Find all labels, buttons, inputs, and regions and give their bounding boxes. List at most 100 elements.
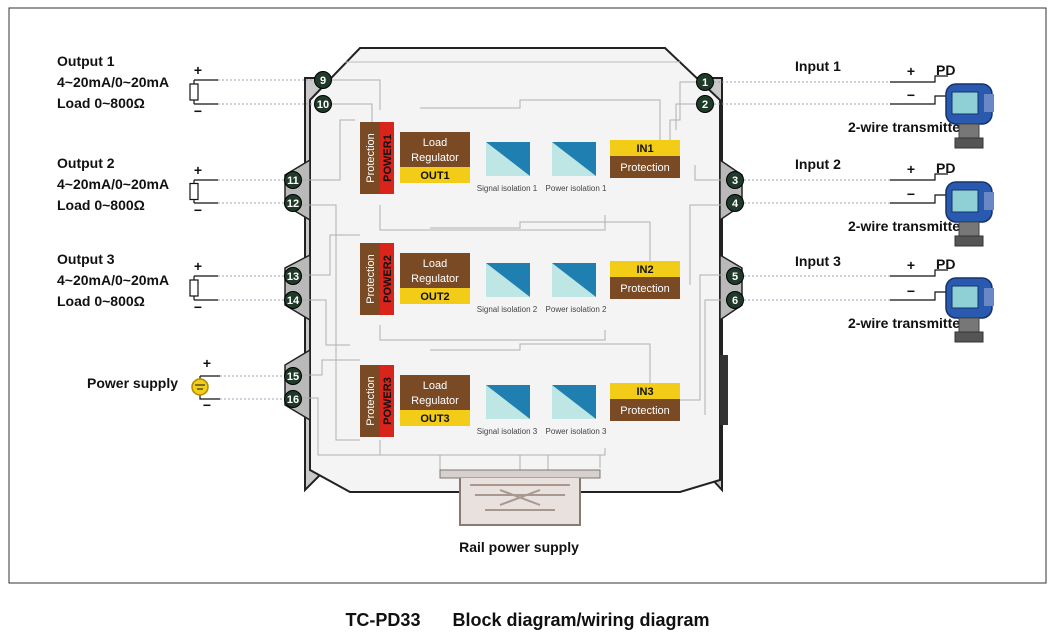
load-regulator-block: [400, 132, 470, 167]
signal-isolation-icon: [486, 263, 530, 297]
power-label: POWER2: [382, 255, 394, 303]
channel-1: Protection POWER1 LoadRegulatorOUT1Signal …: [360, 122, 680, 194]
input-1: Input 1+−PD2-wire transmitter: [714, 58, 994, 149]
in-protection-block: [610, 156, 680, 178]
output-load: Load 0~800Ω: [57, 293, 145, 309]
terminal-dot: [314, 71, 332, 89]
power-isolation-label: Power isolation 1: [546, 184, 607, 193]
plus-sign: +: [907, 257, 915, 273]
in-label: IN3: [636, 386, 653, 398]
dc-source-icon: [191, 378, 209, 396]
terminal-number: 4: [732, 198, 739, 210]
protection-block: [360, 122, 380, 194]
transmitter-label: 2-wire transmitter: [848, 218, 966, 234]
load-regulator-line1: Load: [423, 137, 447, 149]
load-regulator-line2: Regulator: [411, 152, 459, 164]
terminal: 12: [284, 194, 302, 212]
in-label: IN2: [636, 264, 653, 276]
power-supply-label: Power supply: [87, 375, 178, 391]
input-2: Input 2+−PD2-wire transmitter: [744, 156, 994, 247]
terminal: 9: [314, 71, 332, 89]
minus-sign: −: [203, 397, 211, 413]
power-label: POWER3: [382, 377, 394, 425]
load-regulator-line2: Regulator: [411, 273, 459, 285]
caption-title: Block diagram/wiring diagram: [452, 610, 710, 630]
signal-isolation-label: Signal isolation 2: [477, 305, 538, 314]
terminal-dot: [726, 267, 744, 285]
terminal-number: 10: [317, 99, 329, 111]
in-protection-label: Protection: [620, 405, 670, 417]
transmitter-label: 2-wire transmitter: [848, 119, 966, 135]
terminal: 14: [284, 291, 302, 309]
terminal-dot: [726, 171, 744, 189]
output-range: 4~20mA/0~20mA: [57, 74, 169, 90]
in-protection-block: [610, 277, 680, 299]
signal-isolation-icon: [486, 142, 530, 176]
protection-block: [360, 243, 380, 315]
terminal: 15: [284, 367, 302, 385]
minus-sign: −: [194, 103, 202, 119]
rail-power-supply-label: Rail power supply: [459, 539, 579, 555]
pd-label: PD: [936, 160, 955, 176]
terminal: 16: [284, 390, 302, 408]
power-block: [380, 243, 394, 315]
terminal-dot: [284, 171, 302, 189]
output-load: Load 0~800Ω: [57, 95, 145, 111]
model-number: TC-PD33: [345, 610, 421, 630]
terminal-dot: [284, 194, 302, 212]
load-regulator-block: [400, 375, 470, 410]
terminal-number: 6: [732, 295, 738, 307]
power-isolation-icon: [552, 263, 596, 297]
terminal-number: 13: [287, 271, 299, 283]
power-block: [380, 365, 394, 437]
plus-sign: +: [194, 62, 202, 78]
minus-sign: −: [907, 283, 915, 299]
plus-sign: +: [203, 355, 211, 371]
minus-sign: −: [194, 202, 202, 218]
signal-isolation-icon: [486, 385, 530, 419]
power-isolation-icon: [552, 142, 596, 176]
terminal: 2: [696, 95, 714, 113]
output-title: Output 2: [57, 155, 115, 171]
out-label: OUT3: [420, 413, 449, 425]
plus-sign: +: [907, 161, 915, 177]
terminal: 5: [726, 267, 744, 285]
out-block: [400, 167, 470, 183]
out-block: [400, 288, 470, 304]
protection-label: Protection: [365, 133, 377, 183]
terminal-number: 3: [732, 175, 738, 187]
terminal: 10: [314, 95, 332, 113]
terminal-number: 5: [732, 271, 738, 283]
terminal-number: 16: [287, 394, 299, 406]
terminal-number: 15: [287, 371, 299, 383]
terminal: 4: [726, 194, 744, 212]
input-title: Input 3: [795, 253, 841, 269]
plus-sign: +: [194, 258, 202, 274]
signal-isolation-label: Signal isolation 1: [477, 184, 538, 193]
terminal-dot: [284, 291, 302, 309]
out-label: OUT1: [420, 170, 449, 182]
terminal-number: 9: [320, 75, 326, 87]
output-range: 4~20mA/0~20mA: [57, 176, 169, 192]
terminal-dot: [284, 390, 302, 408]
in-protection-block: [610, 399, 680, 421]
terminal-number: 11: [287, 175, 299, 187]
terminal: 11: [284, 171, 302, 189]
power-isolation-label: Power isolation 2: [546, 305, 607, 314]
terminal-number: 12: [287, 198, 299, 210]
terminal-dot: [696, 95, 714, 113]
power-label: POWER1: [382, 134, 394, 182]
din-rail: Rail power supply: [439, 469, 601, 555]
pressure-transmitter-icon: [945, 181, 994, 247]
terminal-dot: [284, 367, 302, 385]
transmitter-label: 2-wire transmitter: [848, 315, 966, 331]
